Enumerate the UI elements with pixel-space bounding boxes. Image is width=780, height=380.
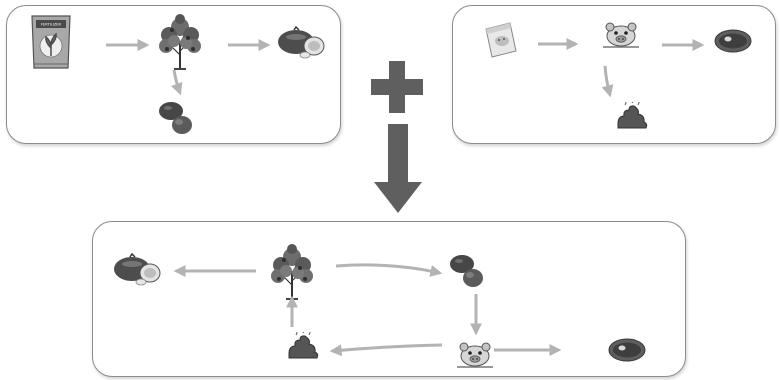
feed-bag-icon [485,22,517,58]
arrow-pig-to-manure [601,65,614,98]
arrow-tree-to-waste-integrated [335,263,443,277]
fertilizer-bag-icon: FERTILIZER [31,15,71,69]
arrow-tree-to-waste [171,69,183,96]
plus-icon [371,61,423,113]
arrow-pig-to-manure-integrated [329,343,443,357]
integrated-system-panel [92,221,686,377]
combine-down-arrow-icon [374,124,422,213]
svg-text:FERTILIZER: FERTILIZER [41,23,62,27]
